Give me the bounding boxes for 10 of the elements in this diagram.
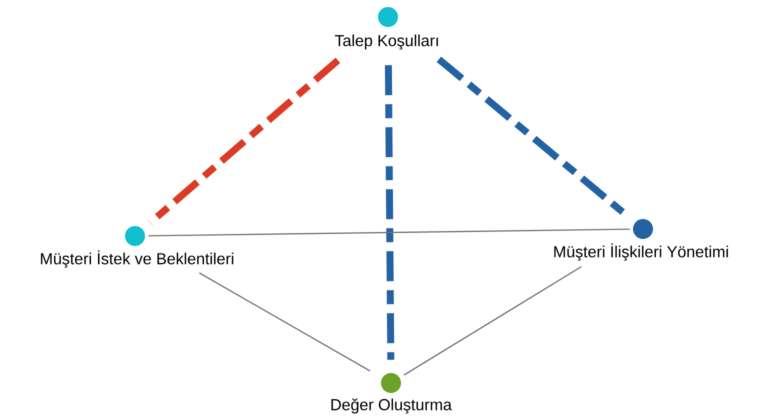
connector-line <box>404 266 582 376</box>
connector-line <box>199 272 370 372</box>
connector-line <box>436 56 626 216</box>
node-label: Değer Oluşturma <box>331 398 452 414</box>
connector-line <box>384 65 394 360</box>
connector-line <box>148 58 340 226</box>
node-label: Müşteri İstek ve Beklentileri <box>40 250 234 268</box>
node-label: Talep Koşulları <box>334 34 438 50</box>
connector-line <box>148 228 630 236</box>
node-label: Müşteri İlişkileri Yönetimi <box>554 243 728 261</box>
